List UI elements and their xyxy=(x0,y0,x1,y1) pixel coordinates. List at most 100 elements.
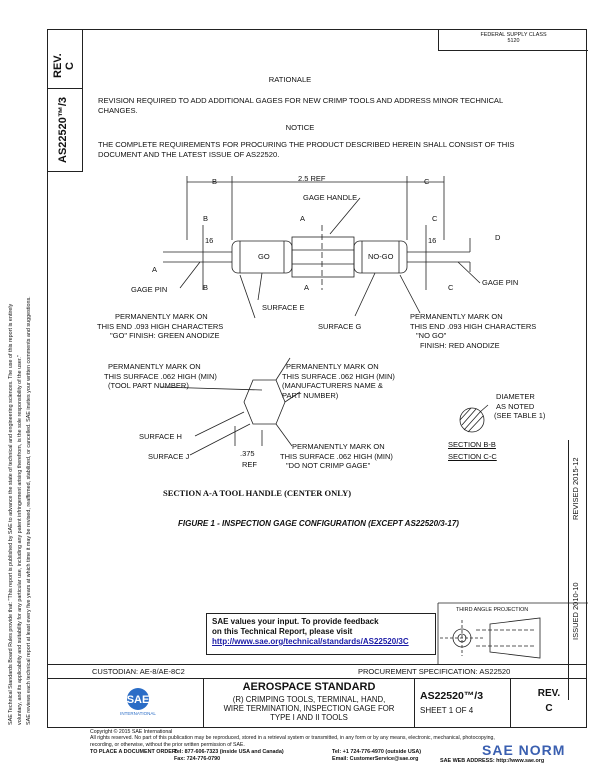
footer-col1-border xyxy=(203,678,204,728)
footer-aero-title: AEROSPACE STANDARD xyxy=(242,681,376,693)
label-b-top: B xyxy=(212,177,218,186)
label-gage-pin-right: GAGE PIN xyxy=(482,278,519,287)
mark-right-line3: "NO GO" xyxy=(416,331,447,340)
footer-rev-label: REV. xyxy=(537,688,561,699)
label-surface-g: SURFACE G xyxy=(318,322,362,331)
mark-left-line1: PERMANENTLY MARK ON xyxy=(115,312,208,321)
order-tel: Tel: 877-606-7323 (inside USA and Canada… xyxy=(174,749,284,755)
hex-section xyxy=(243,379,286,425)
hex-mark3-line1: PERMANENTLY MARK ON xyxy=(292,442,385,451)
sae-logo-text: SAE xyxy=(127,694,150,706)
footer-desc-line2: WIRE TERMINATION, INSPECTION GAGE FOR xyxy=(223,704,395,713)
diameter-line1: DIAMETER xyxy=(496,392,535,401)
label-gage-pin-left: GAGE PIN xyxy=(131,285,168,294)
hex-mark1-line1: PERMANENTLY MARK ON xyxy=(108,362,201,371)
diameter-note: DIAMETER AS NOTED (SEE TABLE 1) xyxy=(494,392,545,421)
feedback-link[interactable]: http://www.sae.org/technical/standards/A… xyxy=(212,637,409,646)
section-cc-label: SECTION C-C xyxy=(448,452,497,461)
section-bb-label: SECTION B-B xyxy=(448,440,496,449)
hex-mark3-line3: "DO NOT CRIMP GAGE" xyxy=(286,461,371,470)
hex-mark3-note: PERMANENTLY MARK ON THIS SURFACE .062 HI… xyxy=(280,442,393,471)
fed-supply-class-line2: 5120 xyxy=(507,38,520,44)
figure-caption: FIGURE 1 - INSPECTION GAGE CONFIGURATION… xyxy=(178,519,459,528)
footer-desc-line1: (R) CRIMPING TOOLS, TERMINAL, HAND, xyxy=(232,695,386,704)
label-nogo: NO-GO xyxy=(368,252,394,261)
label-go: GO xyxy=(258,252,270,261)
mark-right-line1: PERMANENTLY MARK ON xyxy=(410,312,503,321)
page-frame xyxy=(47,29,587,728)
mark-left-note: PERMANENTLY MARK ON THIS END .093 HIGH C… xyxy=(97,312,223,341)
footer-divider-top xyxy=(47,664,587,665)
footer-sheet: SHEET 1 OF 4 xyxy=(420,706,474,715)
label-ref: REF xyxy=(242,460,257,469)
mark-right-note: PERMANENTLY MARK ON THIS END .093 HIGH C… xyxy=(410,312,536,350)
order-label: TO PLACE A DOCUMENT ORDER: xyxy=(90,749,178,755)
label-c-top: C xyxy=(424,177,430,186)
rationale-title: RATIONALE xyxy=(268,75,312,84)
side-date-border xyxy=(568,440,569,700)
footer-procurement: PROCUREMENT SPECIFICATION: AS22520 xyxy=(358,667,511,676)
hex-mark1-line2: THIS SURFACE .062 HIGH (MIN) xyxy=(104,371,217,381)
order-web: SAE WEB ADDRESS: http://www.sae.org xyxy=(440,758,545,764)
notice-title: NOTICE xyxy=(285,123,315,132)
footer-divider-mid xyxy=(47,678,587,679)
label-c-mid: C xyxy=(432,214,438,223)
hex-mark2-line1: PERMANENTLY MARK ON xyxy=(286,362,379,371)
order-fax: Fax: 724-776-0790 xyxy=(174,756,221,762)
order-email: Email: CustomerService@sae.org xyxy=(332,756,419,762)
watermark: SAE NORM xyxy=(482,742,566,758)
label-gage-handle: GAGE HANDLE xyxy=(303,193,358,202)
sae-logo: SAE INTERNATIONAL xyxy=(118,687,158,717)
hex-mark3-line2: THIS SURFACE .062 HIGH (MIN) xyxy=(280,451,393,461)
fed-supply-class-line1: FEDERAL SUPPLY CLASS xyxy=(480,32,547,38)
footer-col3-border xyxy=(510,678,511,728)
section-aa-label: SECTION A-A TOOL HANDLE (CENTER ONLY) xyxy=(163,488,352,498)
mark-right-line2: THIS END .093 HIGH CHARACTERS xyxy=(410,321,537,331)
label-surface-e: SURFACE E xyxy=(262,303,305,312)
footer-doc-number: AS22520™/3 xyxy=(420,690,484,702)
rationale-text: REVISION REQUIRED TO ADD ADDITIONAL GAGE… xyxy=(98,96,503,115)
hex-mark1-line3: (TOOL PART NUMBER) xyxy=(108,381,189,390)
hex-mark2-line4: PART NUMBER) xyxy=(282,390,339,400)
label-16-right: 16 xyxy=(428,236,437,245)
hex-mark2-line3: (MANUFACTURERS NAME & xyxy=(282,381,383,390)
copyright-block: Copyright © 2015 SAE International All r… xyxy=(90,729,560,748)
label-16-left: 16 xyxy=(205,236,214,245)
label-d: D xyxy=(495,233,501,242)
fed-supply-box: FEDERAL SUPPLY CLASS 5120 xyxy=(438,29,588,51)
hex-mark1-note: PERMANENTLY MARK ON THIS SURFACE .062 HI… xyxy=(104,362,217,391)
label-375: .375 xyxy=(240,449,255,458)
feedback-line1: SAE values your input. To provide feedba… xyxy=(212,617,379,626)
label-b-bottom: B xyxy=(203,283,209,292)
label-surface-h: SURFACE H xyxy=(139,432,182,441)
mark-left-line3: "GO" FINISH: GREEN ANODIZE xyxy=(110,331,220,340)
label-a-top: A xyxy=(300,214,306,223)
diameter-line2: AS NOTED xyxy=(496,401,535,411)
handle-body xyxy=(291,236,355,278)
third-angle-label: THIRD ANGLE PROJECTION xyxy=(456,607,529,613)
feedback-box: SAE values your input. To provide feedba… xyxy=(206,613,436,655)
header-column-border xyxy=(82,29,83,171)
hex-mark2-line2: THIS SURFACE .062 HIGH (MIN) xyxy=(282,371,395,381)
label-a-left: A xyxy=(152,265,158,274)
mark-right-line4: FINISH: RED ANODIZE xyxy=(420,340,500,350)
copyright-line3: recording, or otherwise, without the pri… xyxy=(90,741,245,748)
mark-left-line2: THIS END .093 HIGH CHARACTERS xyxy=(97,321,224,331)
label-2-5-ref: 2.5 REF xyxy=(298,174,326,183)
hex-mark2-note: PERMANENTLY MARK ON THIS SURFACE .062 HI… xyxy=(282,362,395,400)
header-divider xyxy=(47,88,83,89)
label-surface-j: SURFACE J xyxy=(148,452,190,461)
footer-description: (R) CRIMPING TOOLS, TERMINAL, HAND, WIRE… xyxy=(204,695,414,722)
copyright-line1: Copyright © 2015 SAE International xyxy=(90,729,173,735)
nogo-end-body xyxy=(353,240,408,274)
footer-desc-line3: TYPE I AND II TOOLS xyxy=(270,713,348,722)
footer-custodian: CUSTODIAN: AE-8/AE-8C2 xyxy=(92,667,185,676)
label-c-bottom: C xyxy=(448,283,454,292)
header-divider-bottom xyxy=(47,171,83,172)
order-tel2: Tel: +1 724-776-4970 (outside USA) xyxy=(332,749,422,755)
label-a-bottom: A xyxy=(304,283,310,292)
copyright-line2: All rights reserved. No part of this pub… xyxy=(90,735,495,742)
footer-rev-value: C xyxy=(545,703,553,714)
diameter-line3: (SEE TABLE 1) xyxy=(494,411,546,420)
